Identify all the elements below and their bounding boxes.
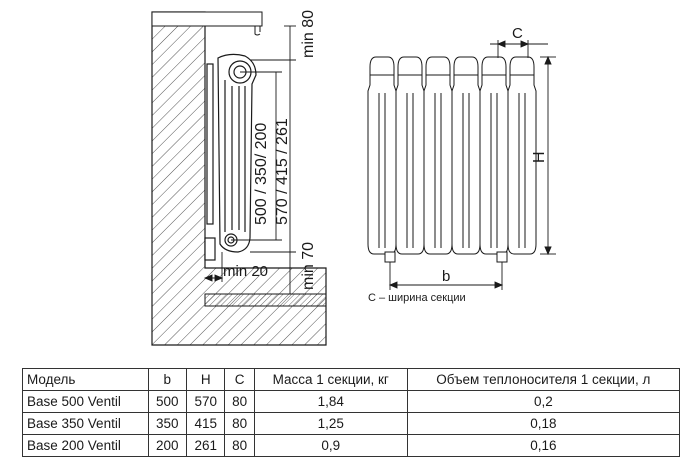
specifications-table: Модель b H C Масса 1 секции, кг Объем те… <box>22 368 681 457</box>
radiator-section <box>395 56 425 255</box>
bottom-clearance-label: min 70 <box>300 242 317 290</box>
wall-clearance-label: min 20 <box>223 263 268 280</box>
cell-model: Base 200 Ventil <box>22 434 149 457</box>
header-b: b <box>147 368 188 391</box>
cell-model: Base 350 Ventil <box>22 412 149 435</box>
cell-mass: 1,84 <box>253 390 408 413</box>
header-volume: Объем теплоносителя 1 секции, л <box>406 368 681 391</box>
height-range-label: 500 / 350/ 200 <box>253 123 270 225</box>
cell-volume: 0,18 <box>406 412 681 435</box>
radiator-section <box>479 56 509 255</box>
section-width-caption: С – ширина секции <box>368 292 466 304</box>
radiator-front-view <box>367 56 537 263</box>
axis-range-label: 570 / 415 / 261 <box>274 118 291 225</box>
radiator-installation-diagram: min 80 500 / 350/ 200 570 / 415 / 261 mi… <box>151 10 556 346</box>
radiator-section <box>507 56 537 255</box>
cell-b: 200 <box>147 434 188 457</box>
wall-section <box>151 11 327 346</box>
header-mass: Масса 1 секции, кг <box>253 368 408 391</box>
cell-model: Base 500 Ventil <box>22 390 149 413</box>
cell-c: 80 <box>224 434 255 457</box>
cell-volume: 0,16 <box>406 434 681 457</box>
table-row: Base 500 Ventil 500 570 80 1,84 0,2 <box>22 390 681 413</box>
cell-h: 570 <box>185 390 226 413</box>
radiator-section <box>451 56 481 255</box>
section-width-label: C <box>512 25 523 42</box>
cell-h: 415 <box>185 412 226 435</box>
cell-h: 261 <box>185 434 226 457</box>
cell-mass: 0,9 <box>253 434 408 457</box>
header-c: C <box>224 368 255 391</box>
cell-mass: 1,25 <box>253 412 408 435</box>
table-row: Base 200 Ventil 200 261 80 0,9 0,16 <box>22 434 681 457</box>
top-clearance-label: min 80 <box>300 10 317 58</box>
table-row: Base 350 Ventil 350 415 80 1,25 0,18 <box>22 412 681 435</box>
radiator-section <box>423 56 453 255</box>
header-h: H <box>185 368 226 391</box>
cell-b: 350 <box>147 412 188 435</box>
cell-b: 500 <box>147 390 188 413</box>
radiator-section <box>367 56 397 255</box>
height-label: H <box>531 151 548 163</box>
cell-c: 80 <box>224 412 255 435</box>
floor-slab <box>204 293 327 307</box>
side-dimension-lines <box>203 25 296 295</box>
height-dimension <box>540 55 556 256</box>
axis-distance-dimension <box>388 262 504 290</box>
cell-volume: 0,2 <box>406 390 681 413</box>
cell-c: 80 <box>224 390 255 413</box>
table-header-row: Модель b H C Масса 1 секции, кг Объем те… <box>22 368 681 391</box>
radiator-side-profile <box>204 53 257 261</box>
axis-distance-label: b <box>442 268 450 285</box>
header-model: Модель <box>22 368 149 391</box>
section-width-dimension <box>490 40 548 58</box>
